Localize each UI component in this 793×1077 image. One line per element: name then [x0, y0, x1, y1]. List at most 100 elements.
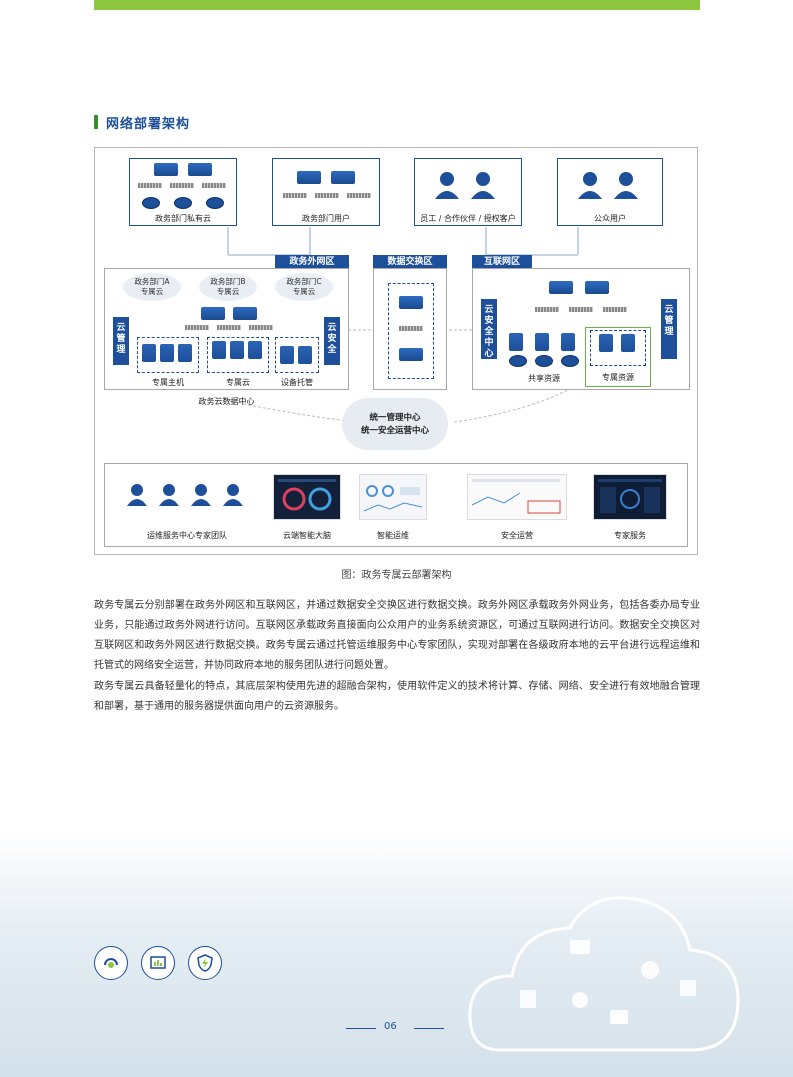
hosting-group [275, 337, 319, 373]
cloud-dept-c: 政务部门C 专属云 [275, 273, 333, 301]
monitor-chart-icon [141, 946, 175, 980]
switch-icon [154, 163, 178, 176]
body-paragraph-1: 政务专属云分别部署在政务外网区和互联网区，并通过数据安全交换区进行数据交换。政务… [94, 600, 700, 671]
switch-icon [399, 296, 423, 309]
dc-label: 政务云数据中心 [198, 397, 255, 406]
firewall-icon [347, 193, 371, 198]
cloud-mgmt-tag: 云管理 [113, 317, 129, 365]
partners-label: 员工 / 合作伙伴 / 授权客户 [420, 214, 516, 223]
router-icon [206, 197, 224, 209]
dedicated-resources-group [590, 330, 646, 366]
public-users-label: 公众用户 [594, 214, 626, 223]
cloud-outline-graphic [468, 896, 740, 1052]
cloud-refresh-glyph [104, 958, 118, 968]
switch-icon [233, 307, 257, 320]
firewall-icon [138, 183, 162, 188]
server-icon [230, 341, 244, 359]
ops-dashboard-icon [363, 485, 423, 512]
expert-service-label: 专家服务 [614, 531, 646, 540]
server-icon [160, 344, 174, 362]
dedicated-host-group [137, 337, 199, 373]
smart-ops-thumbnail [359, 474, 427, 520]
server-icon [599, 334, 613, 352]
server-icon [298, 346, 312, 364]
dept-users-box: 政务部门用户 [272, 158, 380, 226]
server-icon [621, 334, 635, 352]
dedicated-resources-box: 专属资源 [585, 327, 651, 387]
zone-gov-external-tag: 政务外网区 [275, 255, 349, 269]
router-icon [509, 355, 527, 367]
switch-icon [549, 281, 573, 294]
expert-team-icon [127, 484, 243, 506]
partners-box: 员工 / 合作伙伴 / 授权客户 [414, 158, 522, 226]
security-center-tag: 云安全中心 [481, 299, 497, 359]
private-cloud-box: 政务部门私有云 [129, 158, 237, 226]
cloud-dept-b: 政务部门B 专属云 [199, 273, 257, 301]
page-number: 06 [384, 1021, 397, 1032]
expert-service-thumbnail [593, 474, 667, 520]
staff-icon [435, 172, 495, 199]
switch-icon [399, 348, 423, 361]
server-icon [509, 333, 523, 351]
cloud-brain-label: 云端智能大脑 [283, 531, 331, 540]
firewall-icon [569, 307, 593, 312]
firewall-icon [202, 183, 226, 188]
server-icon [248, 341, 262, 359]
expert-team-label: 运维服务中心专家团队 [147, 531, 227, 540]
dedicated-resources-label: 专属资源 [602, 373, 634, 382]
public-users-box: 公众用户 [557, 158, 663, 226]
cloud-dept-a: 政务部门A 专属云 [123, 273, 181, 301]
firewall-icon [535, 307, 559, 312]
switch-icon [297, 171, 321, 184]
page-number-rule-right [414, 1028, 444, 1029]
data-exchange-zone [373, 268, 447, 390]
section-marker [94, 115, 98, 129]
internet-zone: 云安全中心 云管理 共享资源 专属资源 [472, 268, 690, 390]
hosting-label: 设备托管 [281, 378, 313, 387]
dedicated-cloud-group [207, 337, 269, 373]
exchange-device-group [388, 283, 434, 379]
dashboard-chart-icon [278, 479, 336, 511]
server-icon [535, 333, 549, 351]
gov-external-zone: 政务部门A 专属云 政务部门B 专属云 政务部门C 专属云 云管理 云安全 专属… [104, 268, 349, 390]
server-icon [142, 344, 156, 362]
monitor-chart-glyph [150, 956, 166, 969]
server-icon [561, 333, 575, 351]
router-icon [561, 355, 579, 367]
server-icon [280, 346, 294, 364]
firewall-icon [249, 325, 273, 330]
firewall-icon [603, 307, 627, 312]
expert-dashboard-icon [598, 479, 662, 513]
router-icon [535, 355, 553, 367]
firewall-icon [217, 325, 241, 330]
shared-resources-label: 共享资源 [528, 374, 560, 383]
zone-internet-tag: 互联网区 [472, 255, 532, 269]
body-paragraph-2: 政务专属云具备轻量化的特点，其底层架构使用先进的超融合架构，使用软件定义的技术将… [94, 681, 700, 712]
firewall-icon [399, 326, 423, 331]
router-icon [142, 197, 160, 209]
firewall-icon [283, 193, 307, 198]
mgmt-center-label: 统一管理中心 [369, 413, 421, 423]
figure-caption: 图：政务专属云部署架构 [341, 570, 452, 581]
security-ops-thumbnail [467, 474, 567, 520]
public-users-icon [578, 172, 638, 199]
architecture-diagram [94, 147, 698, 555]
top-accent-bar [94, 0, 700, 10]
security-dashboard-icon [471, 479, 561, 514]
section-title: 网络部署架构 [106, 117, 191, 132]
dedicated-cloud-label: 专属云 [226, 378, 250, 387]
firewall-icon [170, 183, 194, 188]
switch-icon [585, 281, 609, 294]
switch-icon [331, 171, 355, 184]
shield-bolt-icon [188, 946, 222, 980]
server-icon [178, 344, 192, 362]
switch-icon [188, 163, 212, 176]
dept-users-label: 政务部门用户 [302, 214, 350, 223]
router-icon [174, 197, 192, 209]
page-number-rule-left [346, 1028, 376, 1029]
zone-data-exchange-tag: 数据交换区 [373, 255, 447, 269]
security-ops-center-label: 统一安全运营中心 [360, 426, 429, 436]
cloud-brain-thumbnail [273, 474, 341, 520]
server-icon [212, 341, 226, 359]
sky-background [0, 830, 793, 1077]
